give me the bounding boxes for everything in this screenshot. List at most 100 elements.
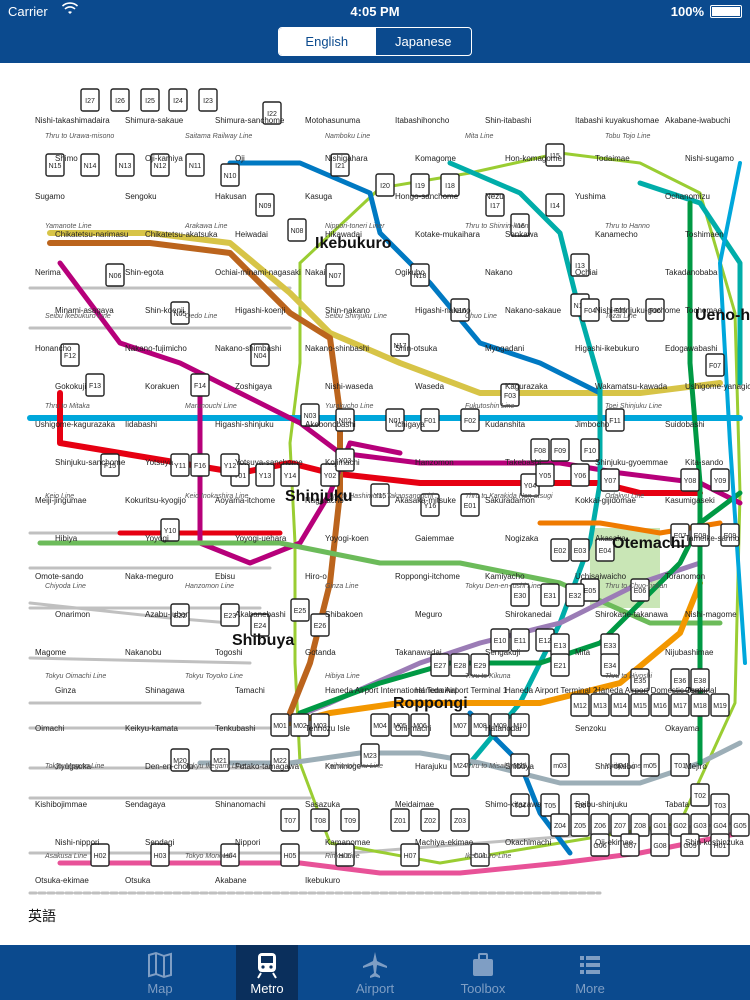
station-name-label[interactable]: Sasazuka [305, 800, 341, 809]
station-name-label[interactable]: Nezu [485, 192, 504, 201]
station-name-label[interactable]: Okachimachi [505, 838, 551, 847]
station-name-label[interactable]: Chikatetsu-narimasu [55, 230, 128, 239]
major-station-label[interactable]: Roppongi [393, 695, 468, 712]
station-name-label[interactable]: Minami-asagaya [55, 306, 114, 315]
station-name-label[interactable]: Itabashihoncho [395, 116, 450, 125]
station-name-label[interactable]: Shin-egota [125, 268, 164, 277]
station-name-label[interactable]: Aoyama-itchome [215, 496, 276, 505]
station-name-label[interactable]: Shinanomachi [215, 800, 266, 809]
station-name-label[interactable]: Ochiai [575, 268, 598, 277]
station-name-label[interactable]: Kanamecho [595, 230, 638, 239]
station-name-label[interactable]: Meidaimae [395, 800, 435, 809]
station-name-label[interactable]: Omote-sando [35, 572, 84, 581]
station-name-label[interactable]: Kotake-mukaihara [415, 230, 480, 239]
station-name-label[interactable]: Hiro-o [305, 572, 327, 581]
station-name-label[interactable]: Hanzomon [415, 458, 454, 467]
station-name-label[interactable]: Korakuen [145, 382, 179, 391]
station-name-label[interactable]: Harajuku [415, 762, 447, 771]
station-name-label[interactable]: Seibu-shinjuku [575, 800, 627, 809]
tab-metro[interactable]: Metro [236, 945, 298, 1000]
station-name-label[interactable]: Kasumigaseki [665, 496, 715, 505]
station-name-label[interactable]: Kamanomae [325, 838, 371, 847]
station-name-label[interactable]: Sendagaya [125, 800, 166, 809]
station-name-label[interactable]: Akabane-iwabuchi [665, 116, 731, 125]
station-name-label[interactable]: Nishigahara [325, 154, 368, 163]
station-name-label[interactable]: Onarimon [55, 610, 90, 619]
station-name-label[interactable]: Hon-komagome [505, 154, 562, 163]
station-name-label[interactable]: Futako-tamagawa [235, 762, 300, 771]
station-name-label[interactable]: Haneda Airport Terminal 1 [415, 686, 508, 695]
station-name-label[interactable]: Meguro [415, 610, 443, 619]
station-name-label[interactable]: Itabashi kuyakushomae [575, 116, 660, 125]
station-name-label[interactable]: Akabanebashi [235, 610, 286, 619]
major-station-label[interactable]: Shinjuku [285, 488, 353, 505]
station-name-label[interactable]: Nerima [35, 268, 61, 277]
station-name-label[interactable]: Magome [35, 648, 67, 657]
station-name-label[interactable]: Shibuya [505, 762, 534, 771]
station-name-label[interactable]: Uchisaiwaicho [575, 572, 627, 581]
station-name-label[interactable]: Shirokanedai [505, 610, 552, 619]
station-name-label[interactable]: Ushigome-kagurazaka [35, 420, 116, 429]
station-name-label[interactable]: Togoshi [215, 648, 243, 657]
station-name-label[interactable]: Shimo [55, 154, 78, 163]
station-name-label[interactable]: Shin-koenji [145, 306, 185, 315]
station-name-label[interactable]: Toranomon [665, 572, 705, 581]
station-name-label[interactable]: Jimbocho [575, 420, 610, 429]
station-name-label[interactable]: Higashi-koenji [235, 306, 285, 315]
station-name-label[interactable]: Shinjuku-gyoemmae [595, 458, 668, 467]
station-name-label[interactable]: Oimachi [35, 724, 65, 733]
station-name-label[interactable]: Hibiya [55, 534, 78, 543]
station-name-label[interactable]: Nishi-takashimadaira [35, 116, 110, 125]
station-name-label[interactable]: Shin-otsuka [395, 344, 438, 353]
station-name-label[interactable]: Kudanshita [485, 420, 526, 429]
station-name-label[interactable]: Tamachi [235, 686, 265, 695]
station-name-label[interactable]: Hakusan [215, 192, 247, 201]
station-name-label[interactable]: Hatanodai [485, 724, 522, 733]
station-name-label[interactable]: Higashi-nakano [415, 306, 471, 315]
station-name-label[interactable]: Senzoku [575, 724, 606, 733]
station-name-label[interactable]: Haneda Airport Terminal 2 [505, 686, 598, 695]
station-name-label[interactable]: Azabu-juban [145, 610, 190, 619]
station-name-label[interactable]: Shin-koshinzuka [685, 838, 744, 847]
station-name-label[interactable]: Honancho [35, 344, 72, 353]
station-name-label[interactable]: Nishi-waseda [325, 382, 374, 391]
tab-more[interactable]: More [559, 945, 621, 1000]
station-name-label[interactable]: Ginza [55, 686, 76, 695]
station-name-label[interactable]: Shirokane-takanawa [595, 610, 668, 619]
station-name-label[interactable]: Iidabashi [125, 420, 157, 429]
station-name-label[interactable]: Nishi-sugamo [685, 154, 734, 163]
station-name-label[interactable]: Oji-kamiya [145, 154, 183, 163]
station-name-label[interactable]: Nishi-magome [685, 610, 737, 619]
station-name-label[interactable]: Nakai [305, 268, 326, 277]
station-name-label[interactable]: Wakamatsu-kawada [595, 382, 668, 391]
station-name-label[interactable]: Sakuradamon [485, 496, 535, 505]
station-name-label[interactable]: Jiyugaoka [55, 762, 92, 771]
station-name-label[interactable]: Shin-itabashi [485, 116, 531, 125]
station-name-label[interactable]: Shin-okubo [595, 762, 636, 771]
station-name-label[interactable]: Yoyogi-uehara [235, 534, 287, 543]
station-name-label[interactable]: Suidobashi [665, 420, 705, 429]
station-name-label[interactable]: Nippori [235, 838, 261, 847]
station-name-label[interactable]: Nagatacho [305, 496, 344, 505]
station-name-label[interactable]: Kojimachi [325, 458, 360, 467]
station-name-label[interactable]: Kagurazaka [505, 382, 548, 391]
station-name-label[interactable]: Myogadani [485, 344, 524, 353]
station-name-label[interactable]: Hongo-sanchome [395, 192, 459, 201]
station-name-label[interactable]: Tameike-sanno [685, 534, 740, 543]
tab-map[interactable]: Map [129, 945, 191, 1000]
station-name-label[interactable]: Shibakoen [325, 610, 363, 619]
station-name-label[interactable]: Meiji-jingumae [35, 496, 87, 505]
station-name-label[interactable]: Machiya-ekimae [415, 838, 474, 847]
station-name-label[interactable]: Mita [575, 648, 591, 657]
station-name-label[interactable]: Nakano-shinbashi [305, 344, 369, 353]
station-name-label[interactable]: Gokokuji [55, 382, 86, 391]
language-japanese[interactable]: Japanese [374, 28, 472, 55]
station-name-label[interactable]: Kamiyacho [485, 572, 525, 581]
major-station-label[interactable]: Shibuya [232, 632, 294, 649]
station-name-label[interactable]: Akebonobashi [305, 420, 356, 429]
station-name-label[interactable]: Oji [235, 154, 245, 163]
station-name-label[interactable]: Roppongi-itchome [395, 572, 460, 581]
station-name-label[interactable]: Kokuritsu-kyogijo [125, 496, 186, 505]
tab-toolbox[interactable]: Toolbox [452, 945, 514, 1000]
